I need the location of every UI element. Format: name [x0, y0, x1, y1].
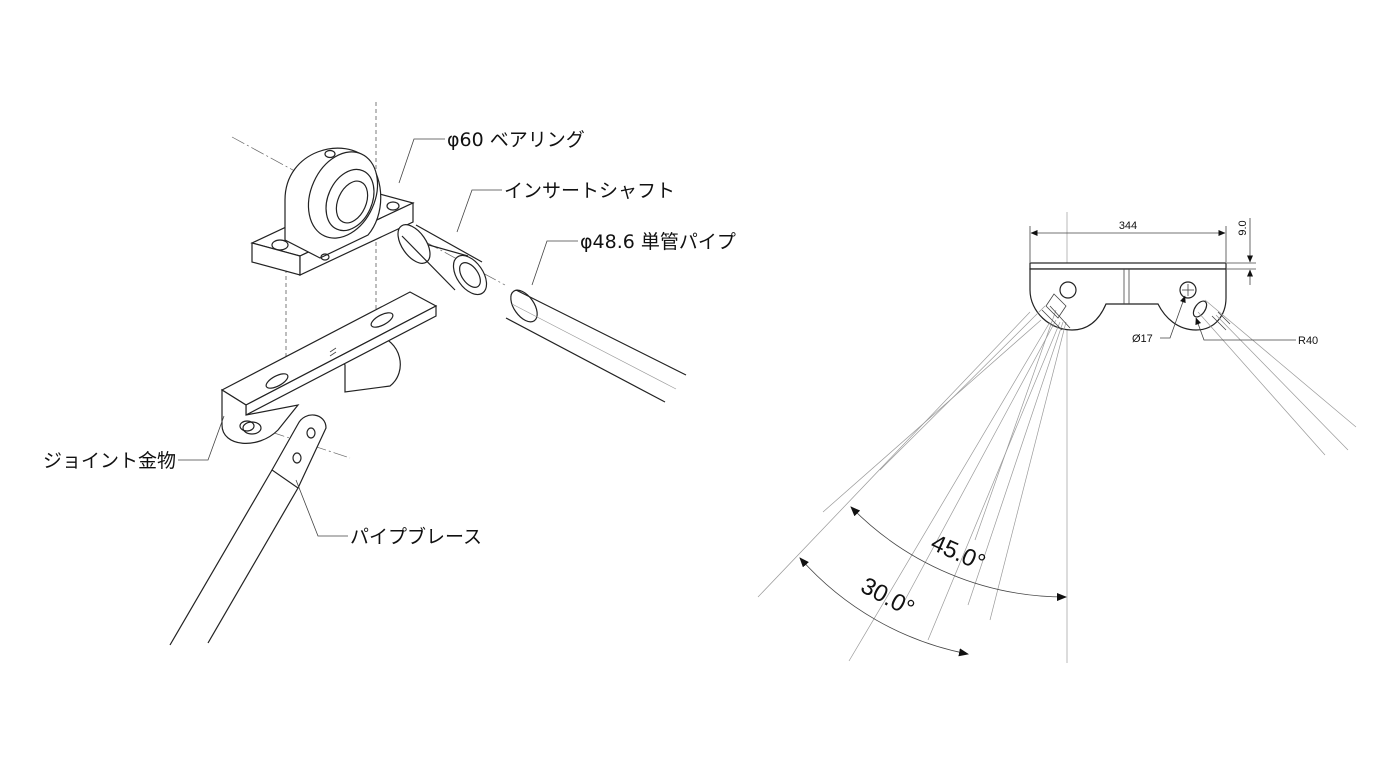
isometric-exploded-view: φ60 ベアリング インサートシャフト φ48.6 単管パイプ ジョイント金物 …	[43, 102, 736, 646]
angle-45-label: 45.0°	[927, 529, 989, 577]
leader-brace	[295, 479, 348, 537]
dim-width: 344	[1119, 220, 1137, 232]
slot-left	[265, 373, 289, 389]
mount-hole-left	[271, 239, 289, 251]
callout-pipe-brace: パイプブレース	[350, 525, 482, 548]
brace-fan	[757, 293, 1357, 662]
leader-pipe	[531, 240, 578, 286]
pivot-hole-right	[1179, 281, 1197, 299]
callout-bearing: φ60 ベアリング	[447, 129, 585, 151]
angle-arc-30	[799, 557, 969, 657]
insert-shaft	[397, 224, 488, 296]
brace-hole-bottom	[292, 452, 302, 464]
pillow-block-bearing	[250, 147, 415, 276]
dim-radius: R40	[1298, 335, 1318, 347]
callout-joint-fitting: ジョイント金物	[43, 450, 176, 472]
single-pipe	[505, 289, 687, 403]
arc-slot	[1192, 300, 1208, 318]
dim-hole-diameter: Ø17	[1132, 333, 1153, 345]
callout-single-pipe: φ48.6 単管パイプ	[580, 231, 736, 253]
bracket-profile	[1029, 262, 1227, 331]
joint-fitting	[220, 291, 438, 444]
grease-nipple	[324, 149, 336, 159]
leader-radius	[1195, 317, 1296, 341]
brace-hole-top	[306, 427, 316, 439]
pipe-brace	[169, 414, 327, 646]
angle-30-label: 30.0°	[856, 572, 918, 622]
leader-insert-shaft	[456, 189, 502, 233]
pivot-hole-left	[1059, 281, 1077, 299]
front-elevation-view: 344 9.0 Ø17 R40 45.0° 30.0°	[757, 212, 1357, 663]
dim-thickness: 9.0	[1237, 220, 1249, 235]
slot-right	[370, 312, 394, 328]
callout-insert-shaft: インサートシャフト	[504, 180, 675, 202]
leader-bearing	[398, 138, 445, 184]
leader-hole-dia	[1160, 295, 1186, 339]
leader-joint	[178, 415, 225, 461]
mount-hole-right	[386, 201, 400, 211]
